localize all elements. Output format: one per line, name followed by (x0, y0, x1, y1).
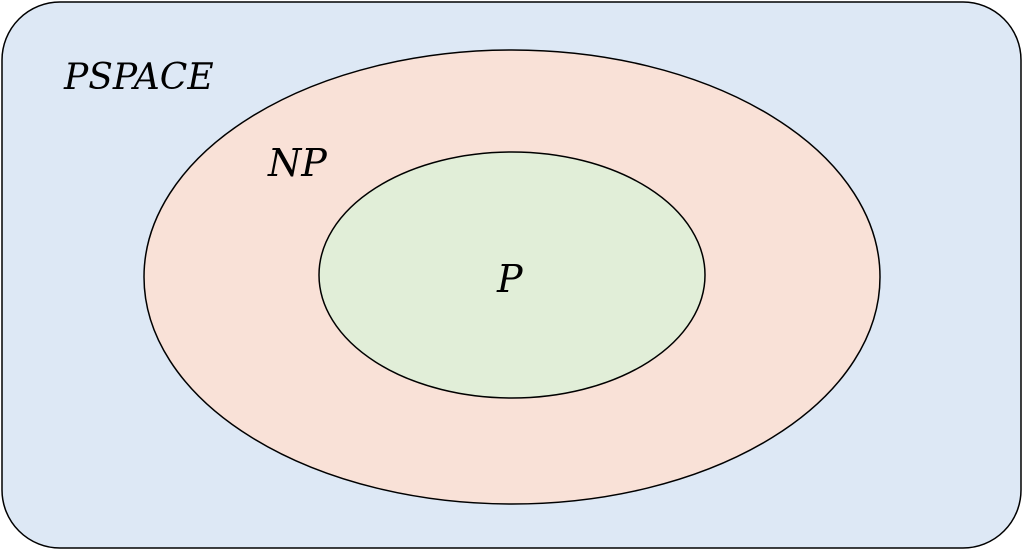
p-region (318, 151, 706, 399)
p-label: P (496, 257, 524, 301)
np-label: NP (267, 141, 328, 185)
pspace-label: PSPACE (63, 57, 214, 98)
